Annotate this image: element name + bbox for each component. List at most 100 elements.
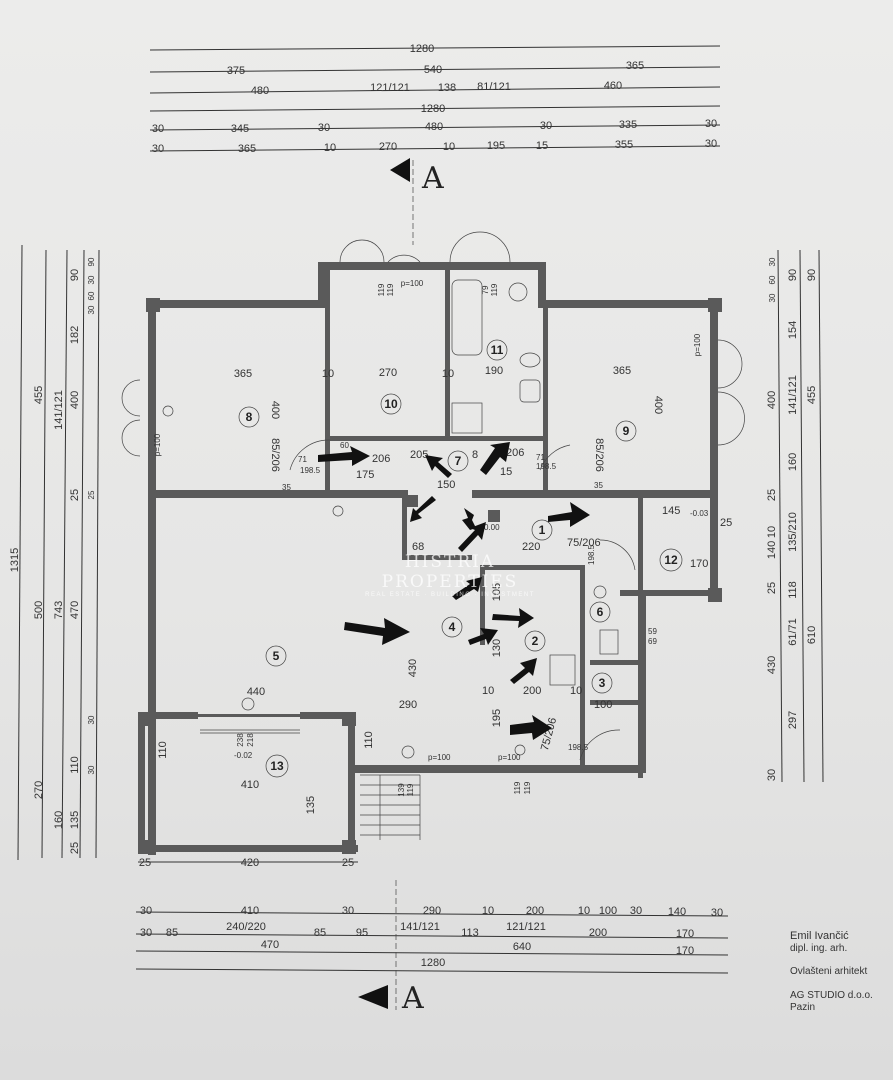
dim-label: 71 xyxy=(298,455,307,464)
arrow-mark xyxy=(548,502,590,527)
dim-label: 68 xyxy=(412,541,424,553)
dim-label: 30 xyxy=(87,765,96,774)
dim-label: 141/121 xyxy=(400,921,440,933)
dim-label: 141/121 xyxy=(787,375,799,415)
dim-label: p=100 xyxy=(153,433,162,456)
arrow-mark xyxy=(344,618,410,645)
room-number-1: 1 xyxy=(539,523,546,537)
room-number-10: 10 xyxy=(384,397,398,411)
dim-label: 10 xyxy=(766,526,778,538)
dim-label: p=100 xyxy=(693,333,702,356)
arrow-mark xyxy=(480,442,510,475)
dim-label: 400 xyxy=(766,391,778,409)
arrow-mark xyxy=(318,446,370,466)
dim-label: 270 xyxy=(379,367,397,379)
dim-label: 25 xyxy=(69,842,81,854)
dim-label: 60 xyxy=(768,275,777,284)
dim-label: 10 xyxy=(570,685,582,697)
dim-label: 110 xyxy=(69,756,81,774)
dim-label: 60 xyxy=(340,441,349,450)
dim-label: 25 xyxy=(766,582,778,594)
dim-label: 10 xyxy=(482,905,494,917)
dim-label: 410 xyxy=(241,779,259,791)
dim-label: 455 xyxy=(806,386,818,404)
dim-label: 35 xyxy=(594,481,603,490)
dim-label: 200 xyxy=(523,685,541,697)
watermark: HISTRIA PROPERTIES REAL ESTATE · BUILDIN… xyxy=(335,552,565,598)
dim-label: 440 xyxy=(247,686,265,698)
dim-label: 198.5 xyxy=(587,544,596,565)
dim-label: -0.03 xyxy=(690,509,709,518)
dim-label: 30 xyxy=(342,905,354,917)
arrow-mark xyxy=(458,522,486,552)
dim-label: 190 xyxy=(485,365,503,377)
dim-label: 1280 xyxy=(421,957,445,969)
walls xyxy=(138,262,722,855)
dim-label: 25 xyxy=(87,490,96,499)
architect-name: Emil Ivančić xyxy=(790,930,849,942)
dim-label: 135 xyxy=(69,811,81,829)
dim-label: 30 xyxy=(152,143,164,155)
dim-label: 119 xyxy=(490,283,499,296)
door-and-window-swings xyxy=(121,231,745,761)
dim-label: 154 xyxy=(787,321,799,339)
dim-label: 135/210 xyxy=(787,512,799,552)
dim-label: 110 xyxy=(363,731,375,749)
dim-label: 90 xyxy=(787,269,799,281)
dim-label: 130 xyxy=(491,639,503,657)
dim-label: 90 xyxy=(69,269,81,281)
dim-label: 10 xyxy=(324,142,336,154)
dim-label: 25 xyxy=(139,857,151,869)
dim-label: 743 xyxy=(53,601,65,619)
dim-label: 30 xyxy=(140,905,152,917)
dim-label: 69 xyxy=(648,637,657,646)
dim-label: 81/121 xyxy=(477,81,511,93)
dim-label: 119 xyxy=(377,283,386,296)
dim-label: 365 xyxy=(613,365,631,377)
hand-drawn-arrows xyxy=(318,442,590,740)
dim-label: 30 xyxy=(630,905,642,917)
dim-label: 30 xyxy=(768,293,777,302)
room-markers: 1 2 3 4 5 6 7 8 9 10 11 12 13 xyxy=(238,339,683,778)
dim-label: 170 xyxy=(676,928,694,940)
dim-label: 145 xyxy=(662,505,680,517)
dim-label: 270 xyxy=(379,141,397,153)
dim-label: 365 xyxy=(238,143,256,155)
room-number-9: 9 xyxy=(623,424,630,438)
room-number-8: 8 xyxy=(246,410,253,424)
dim-label: 470 xyxy=(69,601,81,619)
watermark-brand: HISTRIA PROPERTIES xyxy=(381,552,519,592)
room-number-6: 6 xyxy=(597,605,604,619)
studio-city: Pazin xyxy=(790,1002,816,1013)
dim-label: 270 xyxy=(33,781,45,799)
dim-label: 90 xyxy=(87,257,96,266)
dim-label: 480 xyxy=(251,85,269,97)
dim-label: 160 xyxy=(53,811,65,829)
dim-label: 85/206 xyxy=(593,438,605,472)
dim-label: 25 xyxy=(69,489,81,501)
dim-label: 118 xyxy=(787,581,799,599)
dim-label: 119 xyxy=(513,781,522,794)
left-dimension-chains: 1315 455 500 270 141/121 743 160 90 182 … xyxy=(9,244,100,861)
dim-label: 140 xyxy=(668,906,686,918)
dim-label: 240/220 xyxy=(226,921,266,933)
section-label-bottom: A xyxy=(401,981,424,1016)
dim-label: 61/71 xyxy=(787,618,799,646)
dim-label: 200 xyxy=(589,927,607,939)
arrow-mark xyxy=(510,715,552,740)
bottom-dimension-chains: 30 410 30 290 10 200 10 100 30 140 30 30… xyxy=(135,905,729,974)
stairs xyxy=(360,774,421,840)
dim-label: 205 xyxy=(410,449,428,461)
dim-label: 10 xyxy=(322,368,334,380)
dim-label: 30 xyxy=(705,138,717,150)
dim-label: 138 xyxy=(438,82,456,94)
dim-label: 400 xyxy=(269,401,281,419)
right-dimension-chains: 30 60 30 400 25 10 140 25 430 30 90 154 … xyxy=(766,249,824,783)
studio-name: AG STUDIO d.o.o. xyxy=(790,990,873,1001)
dim-label: 30 xyxy=(768,257,777,266)
arrow-mark xyxy=(410,496,436,522)
dim-label: 121/121 xyxy=(370,82,410,94)
dim-label: 135 xyxy=(305,796,317,814)
dim-label: 113 xyxy=(461,927,479,939)
